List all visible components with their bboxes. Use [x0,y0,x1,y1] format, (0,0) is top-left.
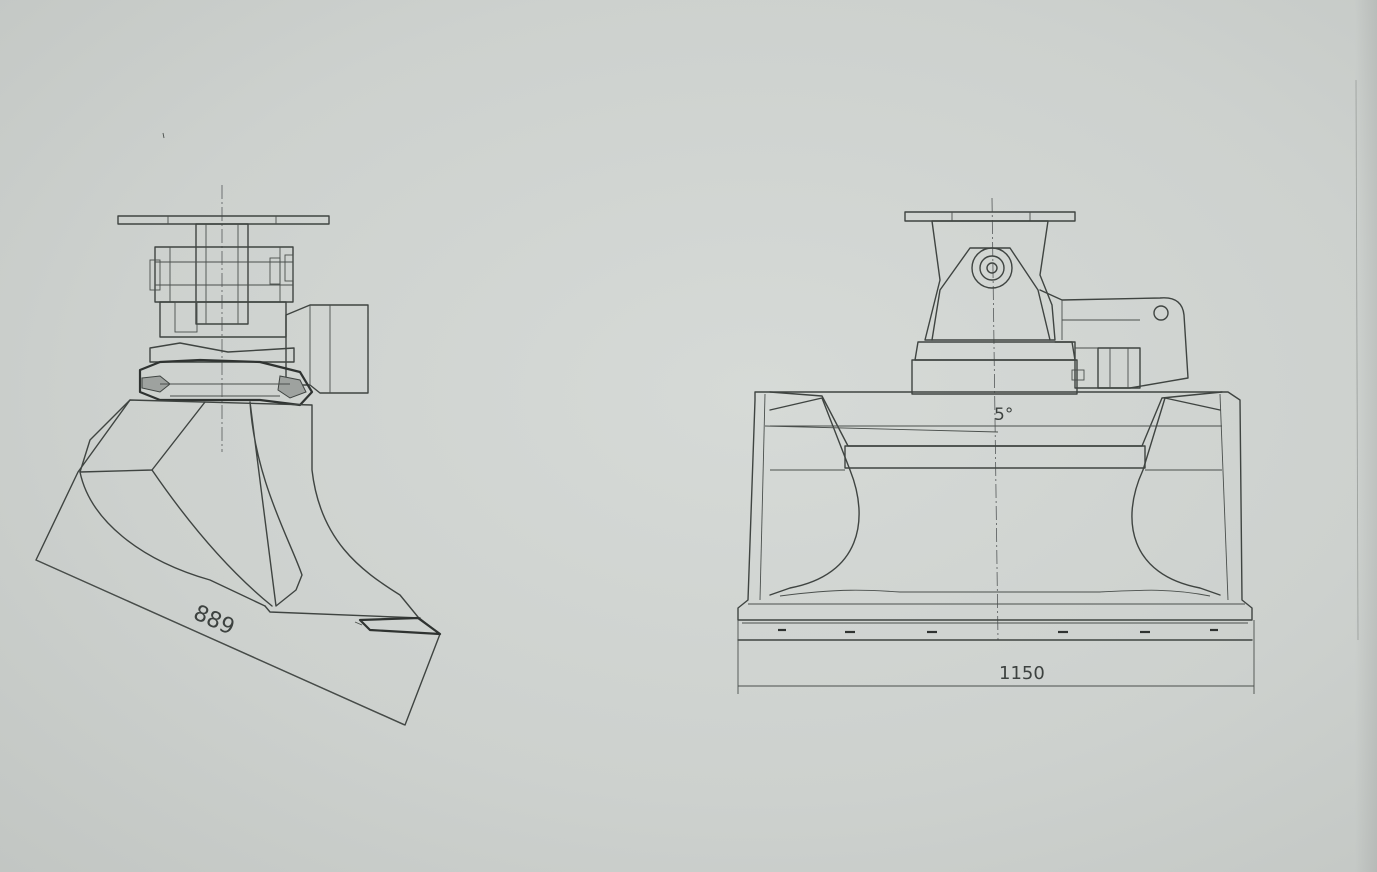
side-view: 889 [35,185,442,726]
front-pivot-inner [979,255,1005,281]
page-edge-shadow [1355,0,1377,872]
front-angle-label: 5° [994,405,1013,425]
front-mount-plate [904,211,1076,222]
front-bucket-frame [737,391,1253,621]
front-slew-top [914,341,1076,361]
front-left-wing [769,397,860,596]
side-rotator-housing [154,246,294,303]
side-slew-ring [138,358,314,407]
front-motor [1097,347,1141,389]
paper-fold-line [1355,79,1359,641]
front-arm-pin [1153,305,1169,321]
front-slew-ring [911,359,1078,395]
side-mount-plate [117,215,330,225]
front-dimension-label: 1150 [999,663,1045,684]
side-dimension-line [35,559,405,726]
front-angle-reference [764,425,999,433]
paper-mark [162,132,165,139]
side-post [195,223,249,325]
side-bucket-rib [249,401,303,607]
side-bucket-front-curve [79,471,266,607]
front-cross-beam [844,445,1146,469]
side-dimension-label: 889 [190,601,239,641]
front-view-centerline [991,197,999,641]
side-bucket-top-face [79,399,206,473]
side-bucket-body [35,399,441,726]
side-cutting-edge [358,616,442,636]
front-right-wing [1131,397,1221,596]
front-view: 5° 1150 [737,197,1255,694]
front-pivot-outer [971,247,1013,289]
front-bracket [924,220,1056,341]
front-cutting-edge-bolts [778,628,1218,634]
